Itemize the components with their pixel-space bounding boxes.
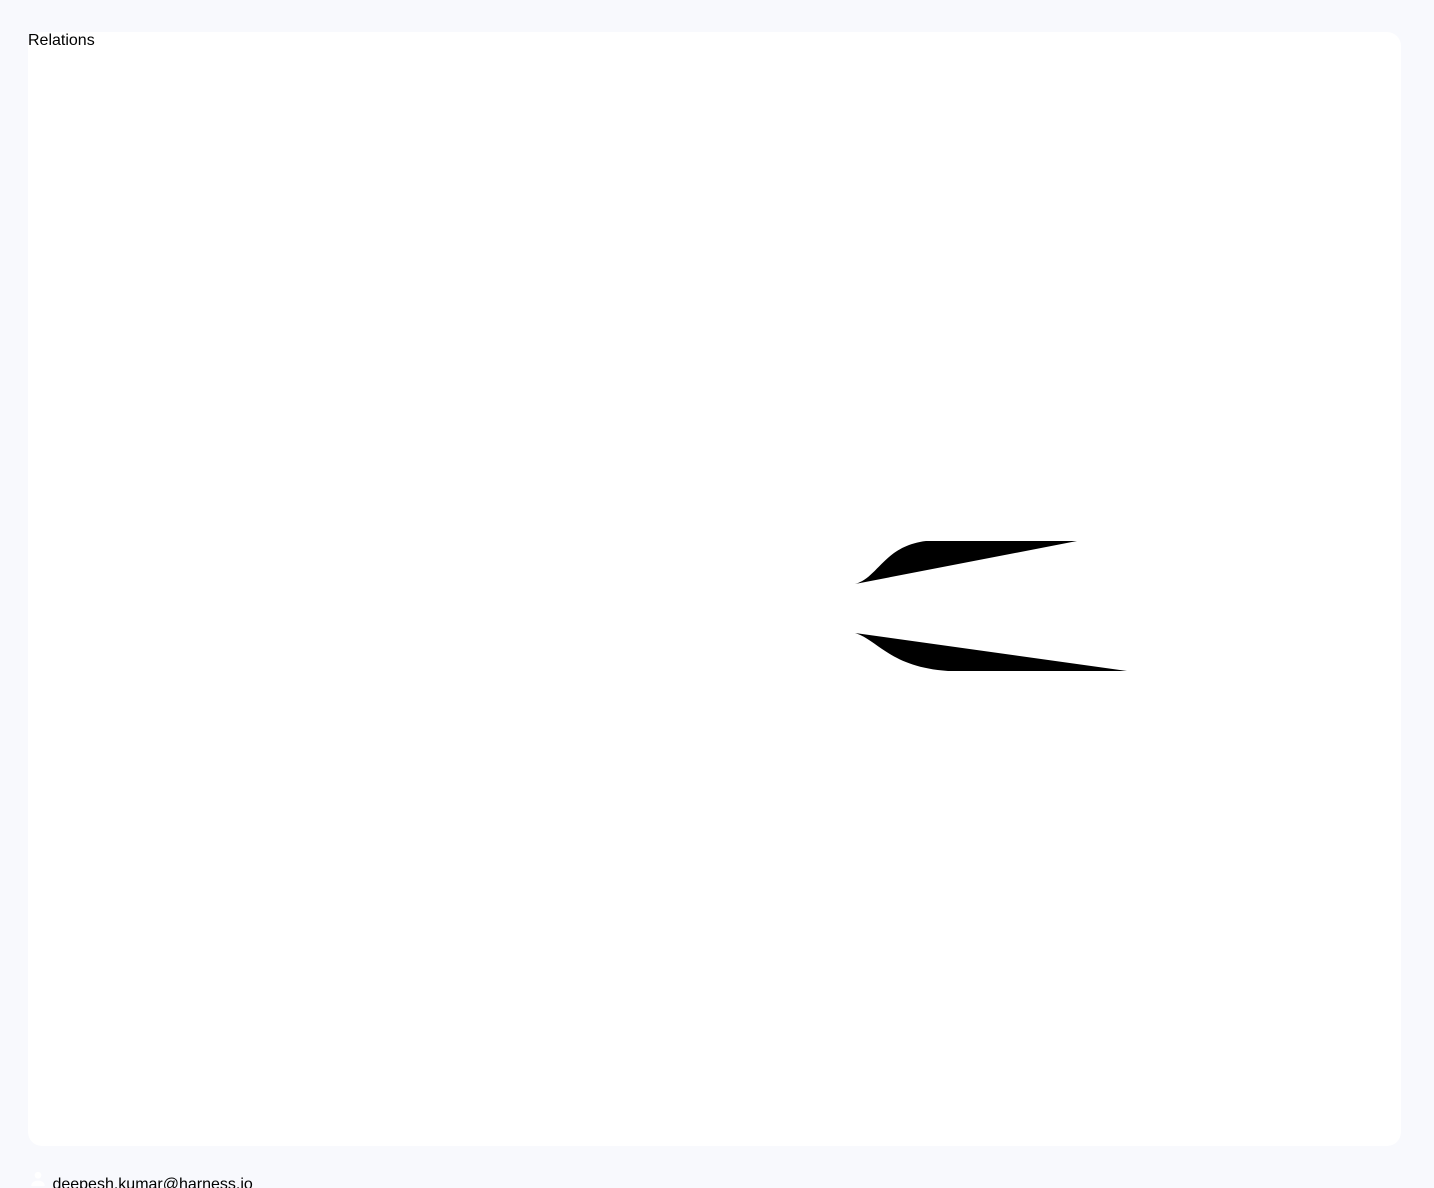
page-title: Relations [28,32,95,49]
edge-haspart-2-path [855,633,1127,671]
graph-edges [855,541,1127,671]
graph-node-user[interactable]: deepesh.kumar@harness.io [28,1169,1401,1188]
graph-node-label: deepesh.kumar@harness.io [52,1176,253,1188]
relations-card: Relations deepesh.kumar@ha [28,32,1401,1188]
relations-graph[interactable]: deepesh.kumar@harness.io Demo System [28,50,1401,1188]
edge-haspart-1-path [855,541,1077,584]
person-icon [28,1171,52,1188]
